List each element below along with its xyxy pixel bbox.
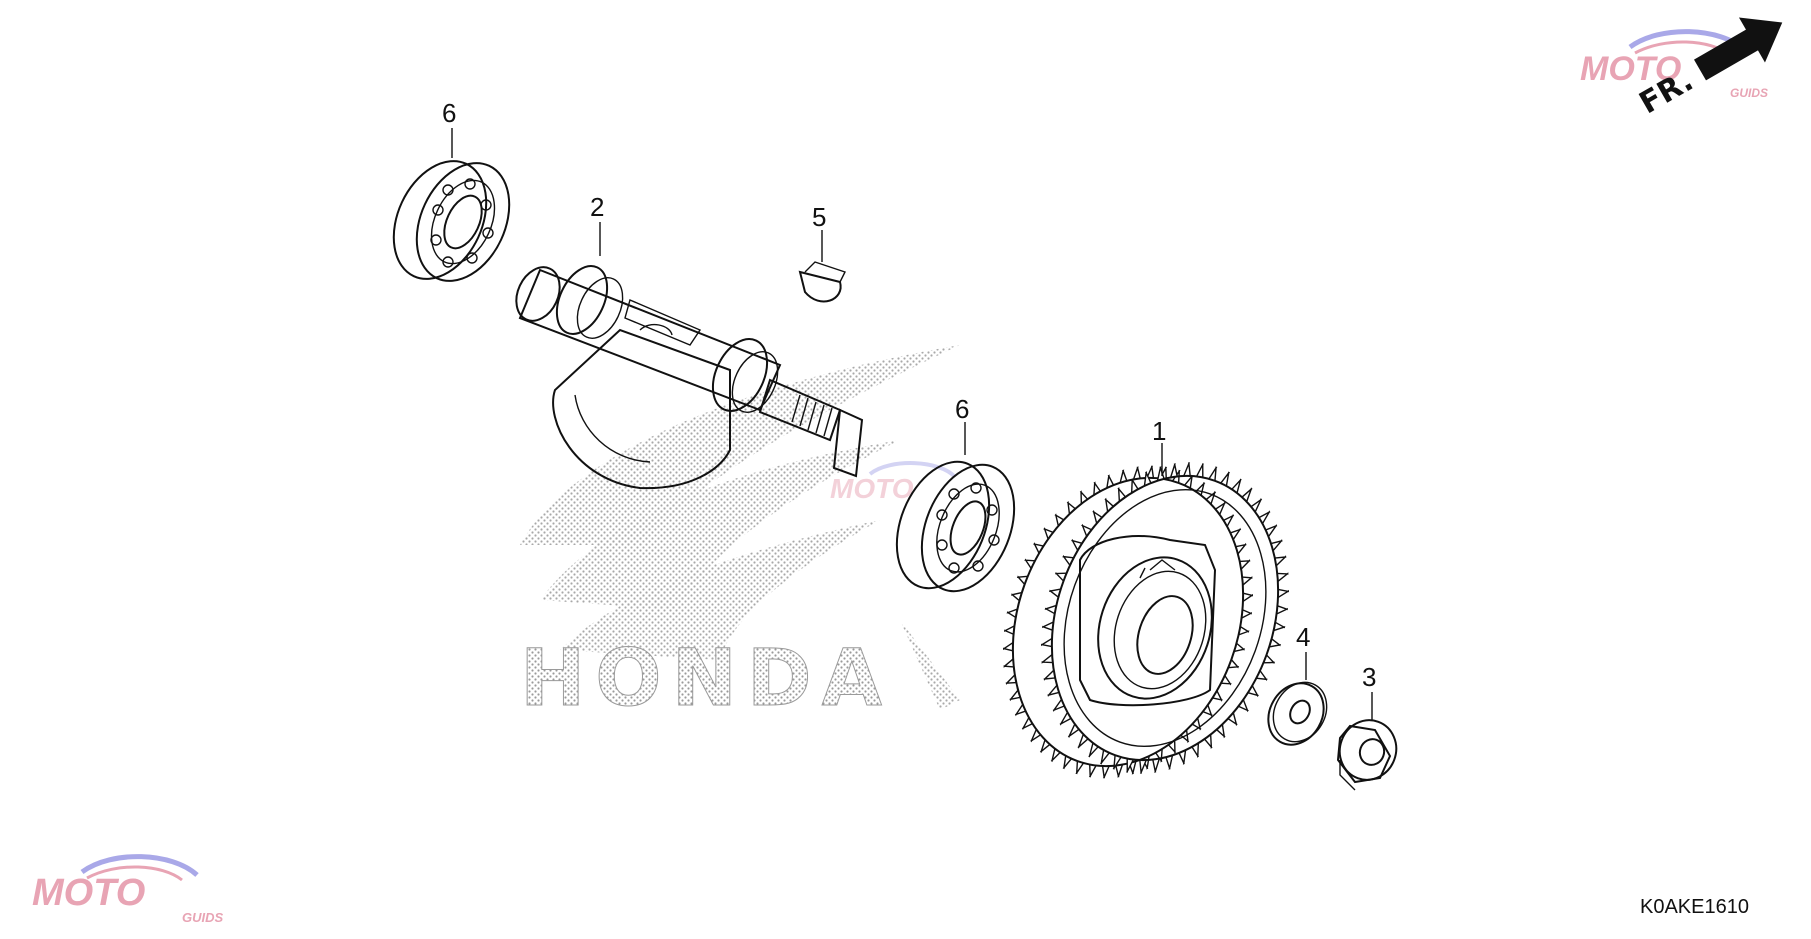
gear-tooth [1139, 759, 1147, 774]
diagram-code: K0AKE1610 [1640, 896, 1749, 918]
gear-tooth [1216, 724, 1226, 739]
gear-tooth [1178, 750, 1187, 765]
gear-tooth [1104, 497, 1114, 512]
gear-tooth [1054, 513, 1065, 527]
gear-tooth [1099, 749, 1110, 765]
gear-tooth [1003, 625, 1015, 635]
gear-tooth [1101, 765, 1110, 779]
callout-1: 1 [1152, 416, 1166, 446]
gear-tooth [1079, 490, 1089, 504]
gear-tooth [1043, 527, 1054, 540]
gear-tooth [1238, 625, 1250, 636]
gear-tooth [1044, 604, 1057, 615]
gear-tooth [1238, 699, 1249, 713]
gear-tooth [1220, 471, 1231, 487]
gear-tooth [1167, 740, 1177, 754]
gear-tooth [1092, 510, 1103, 524]
gear-tooth [1143, 471, 1152, 486]
moto-guids-logo-center: MOTO [830, 461, 957, 504]
gear-tooth [1274, 555, 1287, 567]
moto-guids-logo-bottom: MOTO GUIDS [32, 854, 224, 925]
gear-tooth [1043, 669, 1056, 681]
gear-tooth [1227, 712, 1238, 726]
svg-text:MOTO: MOTO [1580, 50, 1681, 88]
gear-tooth [1220, 675, 1232, 686]
gear-tooth [1119, 469, 1128, 483]
gear-tooth [1215, 501, 1226, 515]
gear-tooth [1042, 621, 1054, 631]
gear-tooth [1191, 717, 1202, 731]
ball-bearing-right [895, 460, 1016, 593]
gear-tooth [1202, 704, 1213, 717]
gear-tooth [1183, 462, 1191, 477]
gear-tooth [1169, 463, 1178, 478]
gear-tooth [1033, 542, 1044, 554]
gear-tooth [1247, 685, 1259, 698]
gear-tooth [1239, 559, 1251, 570]
gear-tooth [1081, 523, 1092, 537]
svg-text:MOTO: MOTO [32, 872, 145, 914]
gear-tooth [1195, 463, 1205, 478]
gear-tooth [1152, 758, 1161, 773]
gear-tooth [1208, 466, 1218, 481]
gear-tooth [1024, 558, 1036, 569]
gear-tooth [1003, 658, 1014, 668]
gear-tooth [1277, 588, 1289, 599]
gear-tooth [1256, 670, 1268, 681]
gear-tooth [1030, 729, 1041, 743]
gear-tooth [1242, 576, 1253, 586]
honda-brand-watermark: HONDA [520, 634, 892, 724]
gear-tooth [1039, 739, 1051, 754]
gear-tooth [1212, 690, 1223, 702]
gear-tooth [1088, 764, 1097, 778]
washer [1267, 681, 1328, 746]
callout-2: 2 [590, 192, 604, 222]
gear-tooth [1146, 465, 1155, 479]
nut [1336, 719, 1398, 791]
gear-tooth [1003, 641, 1014, 652]
ball-bearing-left [392, 160, 511, 282]
gear-tooth [1276, 605, 1288, 615]
gear-tooth [1115, 764, 1124, 778]
balancer-shaft [515, 265, 864, 490]
callout-6-right: 6 [955, 394, 969, 424]
svg-text:GUIDS: GUIDS [1730, 86, 1768, 100]
honda-wing-watermark [520, 345, 960, 710]
gear-tooth [1041, 654, 1053, 664]
balancer-driven-gear [1003, 462, 1289, 779]
svg-text:GUIDS: GUIDS [182, 910, 224, 925]
gear-tooth [1071, 538, 1083, 551]
woodruff-key [798, 261, 846, 303]
gear-tooth [1041, 637, 1053, 648]
callout-5: 5 [812, 202, 826, 232]
gear-tooth [1062, 555, 1074, 566]
gear-tooth [1270, 539, 1283, 552]
gear-tooth [1047, 684, 1060, 697]
gear-tooth [1125, 758, 1135, 773]
callout-4: 4 [1296, 622, 1310, 652]
svg-text:MOTO: MOTO [830, 473, 914, 504]
gear-tooth [1005, 674, 1017, 685]
callout-3: 3 [1362, 662, 1376, 692]
gear-tooth [1132, 466, 1141, 480]
moto-guids-logo-top: MOTO GUIDS [1580, 29, 1768, 100]
gear-tooth [1006, 608, 1018, 619]
gear-tooth [1277, 572, 1289, 582]
gear-tooth [1075, 761, 1085, 775]
gear-tooth [1273, 621, 1286, 632]
callout-6-left: 6 [442, 98, 456, 128]
gear-tooth [1066, 501, 1076, 515]
gear-tooth [1241, 609, 1253, 619]
gear-tooth [1165, 755, 1174, 770]
gear-tooth [1112, 755, 1122, 770]
gear-tooth [1242, 592, 1253, 603]
